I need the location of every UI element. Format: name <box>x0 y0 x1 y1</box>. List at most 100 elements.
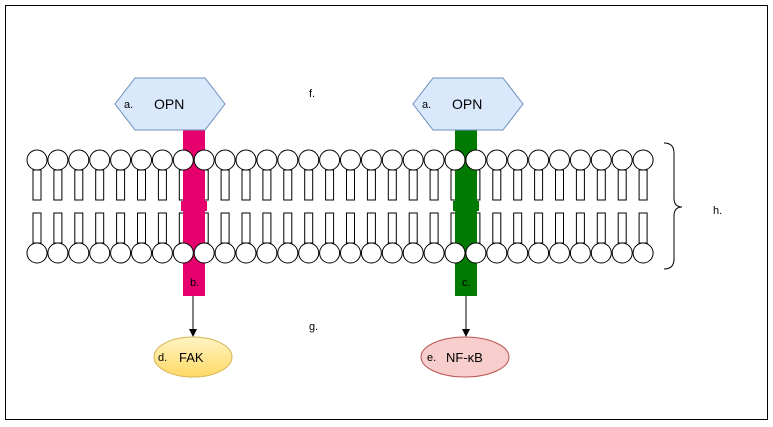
fak-node: d. FAK <box>153 336 233 378</box>
opn-right-label: OPN <box>452 96 482 112</box>
opn-right: a. OPN <box>412 77 524 131</box>
opn-left-shape <box>114 77 226 131</box>
lipid-tail-bottom <box>137 212 146 244</box>
lipid-tail-bottom <box>220 212 230 244</box>
label-h: h. <box>713 205 722 217</box>
lipid-tail-bottom <box>617 212 627 244</box>
lipid-head-bottom <box>444 242 466 264</box>
lipid-tail-top <box>638 169 648 201</box>
lipid-head-top <box>193 149 215 171</box>
lipid-tail-top <box>387 169 397 201</box>
lipid-tail-bottom <box>366 212 376 244</box>
lipid-head-top <box>89 149 111 171</box>
lipid-head-bottom <box>47 242 69 264</box>
lipid-head-top <box>549 149 570 171</box>
lipid-head-bottom <box>632 242 654 264</box>
opn-right-shape <box>412 77 524 131</box>
lipid-head-bottom <box>423 242 445 264</box>
lipid-tail-bottom <box>555 212 564 244</box>
lipid-tail-top <box>283 169 293 201</box>
lipid-tail-bottom <box>492 212 502 244</box>
lipid-head-bottom <box>611 242 633 264</box>
lipid-head-bottom <box>256 242 278 264</box>
lipid-head-top <box>151 149 173 171</box>
lipid-tail-bottom <box>408 212 418 244</box>
lipid-tail-top <box>116 169 126 201</box>
lipid-head-bottom <box>402 242 424 264</box>
lipid-head-bottom <box>486 242 508 264</box>
lipid-head-bottom <box>131 242 152 264</box>
lipid-head-top <box>340 149 361 171</box>
receptor-right-notch <box>453 201 479 211</box>
lipid-tail-bottom <box>157 212 167 244</box>
lipid-tail-top <box>157 169 167 201</box>
fak-ellipse <box>153 336 233 378</box>
lipid-tail-top <box>95 169 105 201</box>
lipid-tail-bottom <box>346 212 355 244</box>
label-c: c. <box>462 277 471 289</box>
lipid-tail-top <box>492 169 502 201</box>
lipid-tail-bottom <box>429 212 439 244</box>
label-a-left: a. <box>124 99 133 111</box>
lipid-head-top <box>444 149 466 171</box>
receptor-right-upper <box>455 128 477 203</box>
lipid-head-bottom <box>569 242 591 264</box>
lipid-tail-bottom <box>513 212 523 244</box>
lipid-head-top <box>590 149 612 171</box>
label-a-right: a. <box>422 99 431 111</box>
lipid-head-bottom <box>89 242 111 264</box>
lipid-head-bottom <box>298 242 320 264</box>
lipid-head-bottom <box>381 242 403 264</box>
lipid-head-top <box>172 149 194 171</box>
lipid-head-top <box>214 149 236 171</box>
lipid-tail-top <box>346 169 355 201</box>
lipid-tail-top <box>555 169 564 201</box>
opn-left-label: OPN <box>154 96 184 112</box>
lipid-head-bottom <box>193 242 215 264</box>
label-f: f. <box>309 88 315 100</box>
receptor-left-upper <box>183 128 205 203</box>
lipid-head-bottom <box>360 242 382 264</box>
nfkb-node: e. NF-κB <box>420 336 510 378</box>
nfkb-label: NF-κB <box>446 350 483 365</box>
lipid-tail-bottom <box>596 212 606 244</box>
lipid-head-bottom <box>277 242 299 264</box>
label-g: g. <box>309 321 318 333</box>
lipid-head-top <box>110 149 132 171</box>
lipid-tail-top <box>596 169 606 201</box>
lipid-head-bottom <box>340 242 361 264</box>
lipid-tail-top <box>32 169 42 201</box>
lipid-tail-bottom <box>304 212 314 244</box>
lipid-head-bottom <box>507 242 529 264</box>
lipid-tail-bottom <box>387 212 397 244</box>
lipid-tail-bottom <box>325 212 335 244</box>
lipid-head-bottom <box>172 242 194 264</box>
lipid-head-top <box>632 149 654 171</box>
lipid-tail-bottom <box>53 212 63 244</box>
lipid-tail-bottom <box>32 212 42 244</box>
lipid-head-bottom <box>590 242 612 264</box>
lipid-tail-bottom <box>638 212 648 244</box>
lipid-head-top <box>68 149 90 171</box>
lipid-head-top <box>381 149 403 171</box>
lipid-head-top <box>256 149 278 171</box>
lipid-tail-top <box>74 169 84 201</box>
lipid-head-top <box>611 149 633 171</box>
lipid-head-top <box>47 149 69 171</box>
lipid-head-bottom <box>26 242 48 264</box>
lipid-tail-top <box>408 169 418 201</box>
lipid-head-bottom <box>549 242 570 264</box>
lipid-head-top <box>402 149 424 171</box>
lipid-head-bottom <box>235 242 257 264</box>
lipid-head-top <box>26 149 48 171</box>
lipid-tail-top <box>429 169 439 201</box>
lipid-tail-top <box>534 169 544 201</box>
nfkb-ellipse <box>420 336 510 378</box>
lipid-head-bottom <box>465 242 487 264</box>
lipid-tail-bottom <box>95 212 105 244</box>
lipid-tail-bottom <box>283 212 293 244</box>
lipid-head-bottom <box>151 242 173 264</box>
lipid-head-top <box>298 149 320 171</box>
lipid-tail-top <box>366 169 376 201</box>
